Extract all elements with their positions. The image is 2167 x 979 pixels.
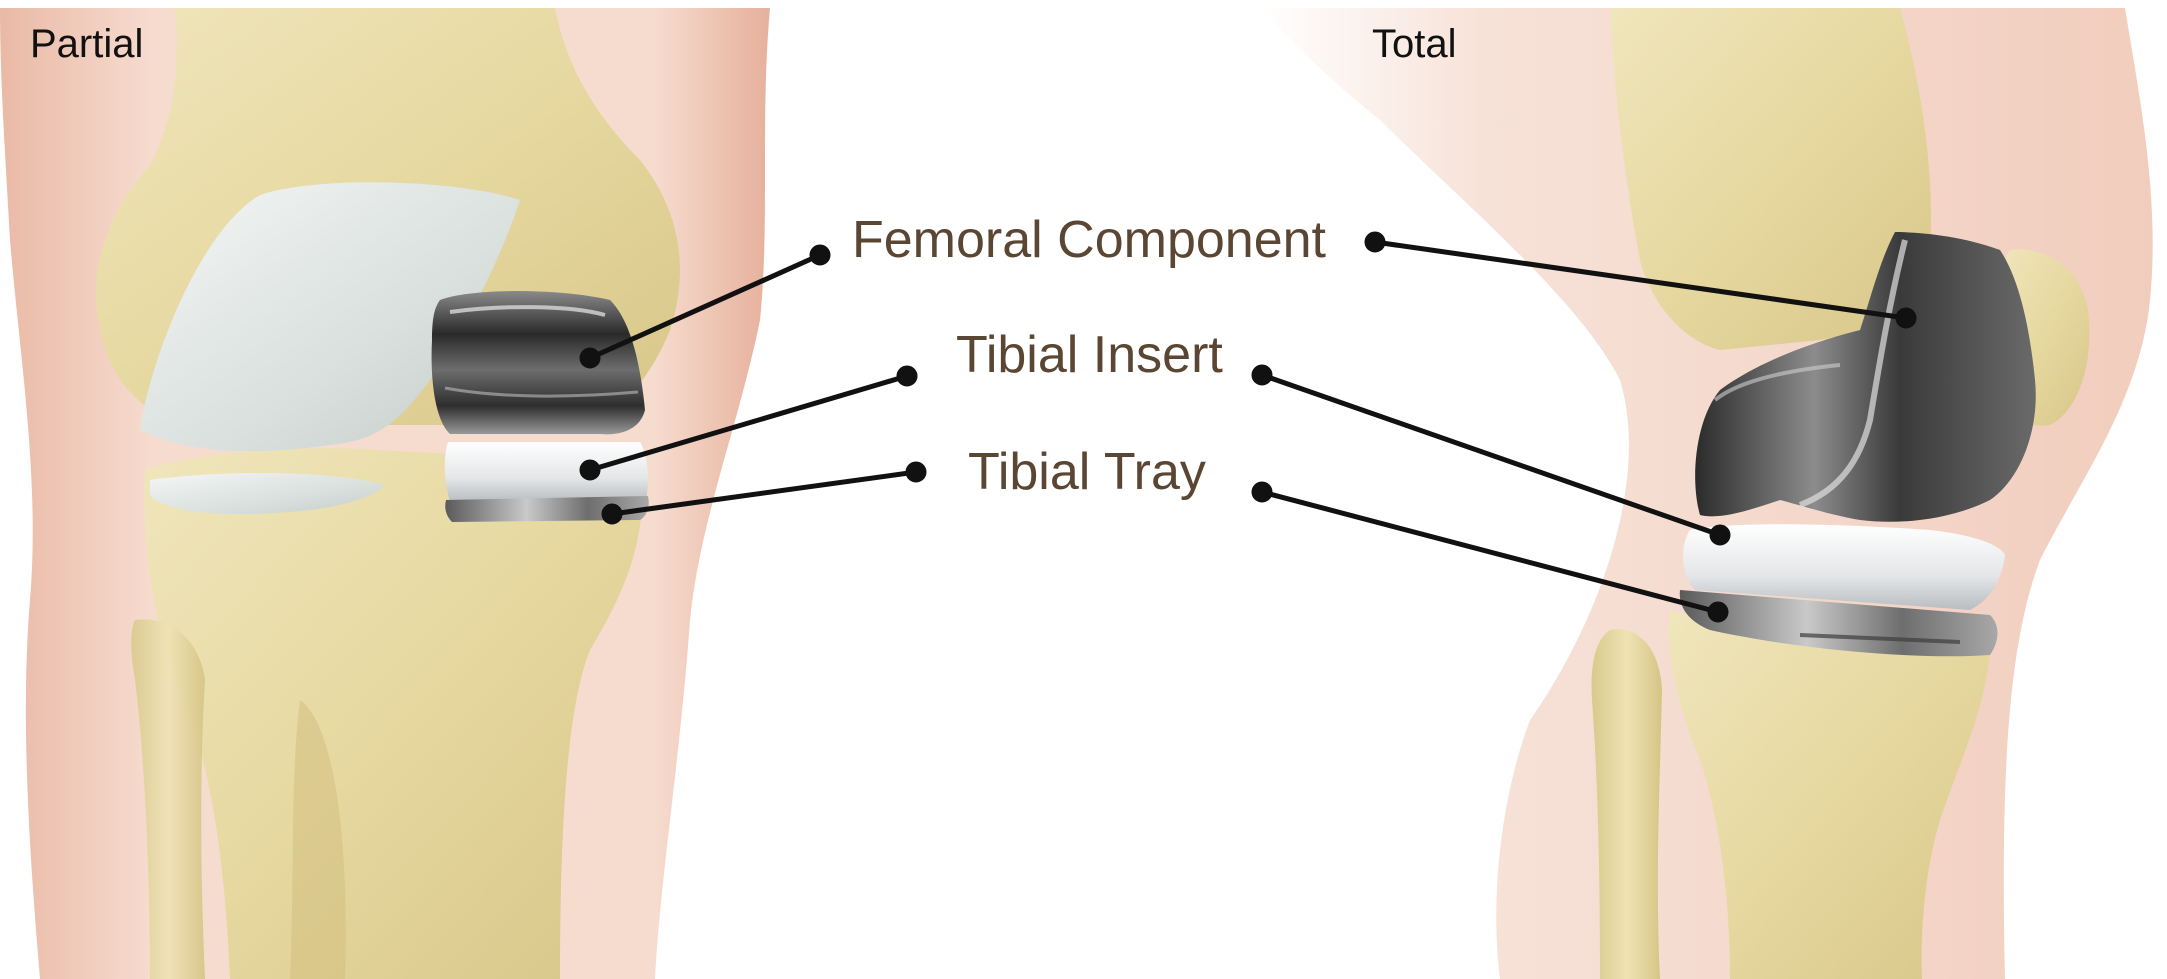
panel-title-partial: Partial [30, 22, 143, 67]
partial-knee-drawing [0, 8, 770, 979]
panel-title-total: Total [1372, 22, 1457, 67]
leader-dot [908, 464, 924, 480]
total-fibula-bone [1592, 629, 1662, 979]
leader-dot [1254, 484, 1270, 500]
leader-dot [1898, 310, 1914, 326]
leader-dot [582, 350, 598, 366]
label-femoral-component: Femoral Component [852, 210, 1326, 270]
leader-dot [1254, 367, 1270, 383]
leader-dot [899, 368, 915, 384]
total-knee-drawing [1260, 8, 2153, 979]
leader-dot [1712, 527, 1728, 543]
partial-femoral-component [432, 291, 645, 434]
partial-tibial-insert [445, 442, 648, 502]
label-tibial-tray: Tibial Tray [968, 442, 1206, 502]
leader-dot [1710, 604, 1726, 620]
leader-dot [812, 247, 828, 263]
leader-dot [1367, 234, 1383, 250]
label-tibial-insert: Tibial Insert [956, 325, 1223, 385]
leader-dot [604, 506, 620, 522]
leader-dot [582, 462, 598, 478]
